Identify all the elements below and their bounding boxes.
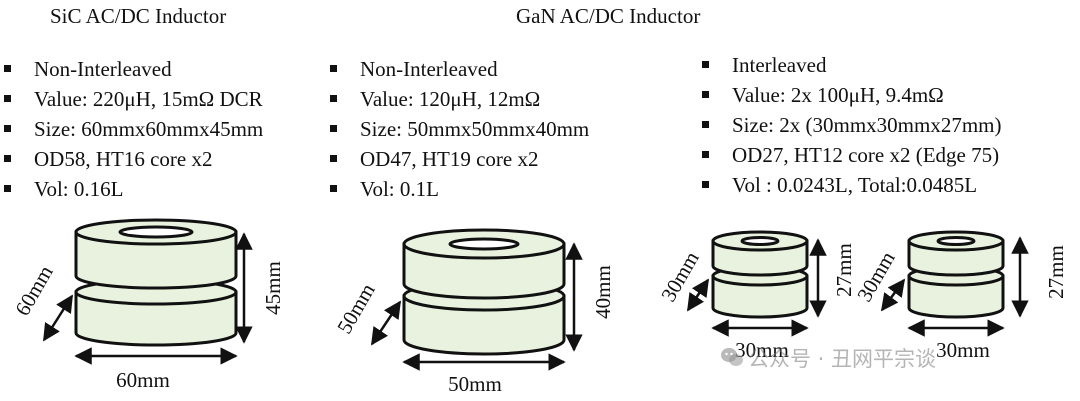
spec-list-sic: Non-Interleaved Value: 220μH, 15mΩ DCR S… [0,54,263,204]
toroid-core-top [907,230,1005,277]
depth-dimension-arrow [686,278,710,312]
bullet-icon [702,151,709,158]
depth-label: 50mm [332,279,380,337]
bullet-icon [330,65,337,72]
bullet-icon [4,95,11,102]
list-item: Interleaved [698,50,1001,80]
height-label: 27mm [832,243,856,297]
bullet-icon [4,155,11,162]
gan-non-interleaved-inductor: 40mm 50mm 50mm [332,228,615,396]
list-item: Vol: 0.16L [0,174,263,204]
list-item: Vol: 0.1L [326,174,589,204]
sic-inductor: 45mm 60mm 60mm [10,218,285,392]
depth-dimension-arrow [880,278,906,312]
bullet-icon [702,121,709,128]
bullet-icon [4,125,11,132]
list-item: OD58, HT16 core x2 [0,144,263,174]
bullet-icon [4,185,11,192]
gan-interleaved-inductor-b: 27mm 30mm 30mm [852,230,1068,362]
list-item: Value: 2x 100μH, 9.4mΩ [698,80,1001,110]
list-item: Size: 60mmx60mmx45mm [0,114,263,144]
bullet-icon [702,91,709,98]
height-label: 27mm [1044,245,1068,299]
width-label: 30mm [936,338,990,362]
depth-dimension-arrow [370,300,402,346]
list-item: Size: 2x (30mmx30mmx27mm) [698,110,1001,140]
list-item: Size: 50mmx50mmx40mm [326,114,589,144]
list-item: Value: 120μH, 12mΩ [326,84,589,114]
list-item: Value: 220μH, 15mΩ DCR [0,84,263,114]
toroid-core-bottom [74,278,238,347]
bullet-icon [702,181,709,188]
bullet-icon [330,95,337,102]
bullet-icon [702,61,709,68]
toroid-core-top [711,230,809,277]
list-item: Non-Interleaved [326,54,589,84]
watermark-text: 公众号 · 丑网平宗谈 [748,347,937,371]
bullet-icon [4,65,11,72]
spec-list-gan-non-interleaved: Non-Interleaved Value: 120μH, 12mΩ Size:… [326,54,589,204]
depth-dimension-arrow [42,294,74,342]
spec-list-gan-interleaved: Interleaved Value: 2x 100μH, 9.4mΩ Size:… [698,50,1001,200]
wechat-icon [721,348,743,366]
depth-label: 60mm [10,261,58,319]
list-item: Vol : 0.0243L, Total:0.0485L [698,170,1001,200]
list-item: OD47, HT19 core x2 [326,144,589,174]
list-item: Non-Interleaved [0,54,263,84]
heading-gan: GaN AC/DC Inductor [516,4,701,28]
heading-sic: SiC AC/DC Inductor [50,4,227,28]
width-label: 60mm [116,368,170,392]
height-label: 45mm [261,261,285,315]
width-label: 50mm [448,372,502,396]
width-label: 30mm [735,338,789,362]
height-label: 40mm [591,265,615,319]
bullet-icon [330,185,337,192]
bullet-icon [330,155,337,162]
toroid-core-top [402,228,566,300]
bullet-icon [330,125,337,132]
list-item: OD27, HT12 core x2 (Edge 75) [698,140,1001,170]
toroid-core-top [74,218,238,290]
